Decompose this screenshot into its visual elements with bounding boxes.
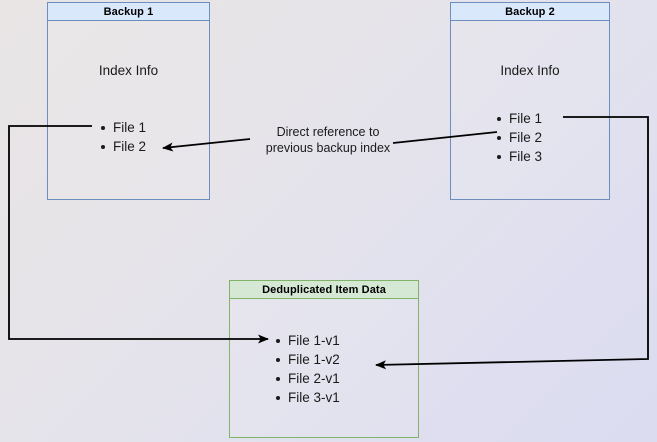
list-item: File 2 — [100, 137, 146, 156]
dedup-file-list: File 1-v1 File 1-v2 File 2-v1 File 3-v1 — [275, 331, 340, 407]
list-item: File 2 — [496, 128, 542, 147]
backup-1-index-label: Index Info — [98, 63, 159, 78]
list-item: File 1 — [100, 118, 146, 137]
backup-2-file-list: File 1 File 2 File 3 — [496, 109, 542, 166]
list-item: File 1-v1 — [275, 331, 340, 350]
backup-1-box: Backup 1 Index Info File 1 File 2 — [47, 2, 210, 200]
arrow-direct-reference-head — [162, 138, 251, 152]
backup-2-title: Backup 2 — [451, 3, 609, 21]
list-item: File 3 — [496, 147, 542, 166]
backup-2-index-label: Index Info — [500, 63, 560, 78]
annotation-line-2: previous backup index — [265, 141, 391, 155]
list-item: File 1 — [496, 109, 542, 128]
backup-2-box: Backup 2 Index Info File 1 File 2 File 3 — [450, 2, 610, 200]
list-item: File 2-v1 — [275, 369, 340, 388]
annotation-line-1: Direct reference to — [276, 125, 380, 139]
dedup-title: Deduplicated Item Data — [230, 281, 418, 299]
list-item: File 3-v1 — [275, 388, 340, 407]
list-item: File 1-v2 — [275, 350, 340, 369]
arrow-backup2-to-backup1 — [392, 131, 498, 144]
backup-2-body: Index Info File 1 File 2 File 3 — [451, 21, 609, 199]
arrow-backup2-to-dedup — [375, 116, 649, 370]
backup-1-body: Index Info File 1 File 2 — [48, 21, 209, 199]
backup-1-file-list: File 1 File 2 — [100, 118, 146, 156]
deduplicated-item-data-box: Deduplicated Item Data File 1-v1 File 1-… — [229, 280, 419, 438]
direct-reference-annotation: Direct reference to previous backup inde… — [258, 124, 398, 156]
backup-1-title: Backup 1 — [48, 3, 209, 21]
arrow-backup1-to-dedup — [8, 125, 269, 344]
dedup-body: File 1-v1 File 1-v2 File 2-v1 File 3-v1 — [230, 299, 418, 437]
